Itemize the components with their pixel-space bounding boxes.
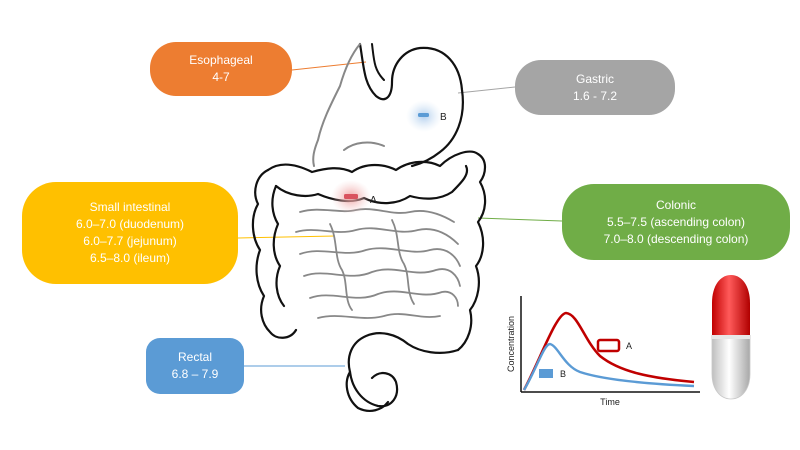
stomach-illustration xyxy=(312,42,464,168)
colonic-title: Colonic xyxy=(655,197,697,212)
rectal-label-box: Rectal 6.8 – 7.9 xyxy=(146,338,244,394)
marker-b-group: B xyxy=(406,100,447,132)
descending-colon-range: 7.0–8.0 (descending colon) xyxy=(603,231,749,246)
series-b-legend-swatch xyxy=(539,369,553,378)
series-b-line xyxy=(522,342,695,391)
marker-b-label: B xyxy=(440,112,447,123)
series-a-legend-label: A xyxy=(626,341,632,351)
series-a-legend-swatch xyxy=(596,338,621,353)
marker-a-capsule-icon xyxy=(344,194,358,199)
small-intestinal-label-box: Small intestinal 6.0–7.0 (duodenum) 6.0–… xyxy=(22,182,238,284)
rectal-title: Rectal xyxy=(177,350,212,364)
jejunum-range: 6.0–7.7 (jejunum) xyxy=(83,234,177,248)
ascending-colon-range: 5.5–7.5 (ascending colon) xyxy=(606,214,746,229)
duodenum-range: 6.0–7.0 (duodenum) xyxy=(75,217,185,231)
marker-a-label: A xyxy=(370,195,377,206)
concentration-chart: Concentration Time A B xyxy=(506,296,700,407)
colon-illustration xyxy=(251,150,487,412)
series-a-line xyxy=(522,311,695,391)
marker-b-capsule-icon xyxy=(418,113,429,117)
capsule-pill-icon xyxy=(711,275,751,400)
gastric-title: Gastric xyxy=(575,71,614,86)
chart-x-axis-label: Time xyxy=(600,397,620,407)
chart-y-axis-label: Concentration xyxy=(506,316,516,372)
colonic-connector xyxy=(477,217,563,222)
esophageal-connector xyxy=(291,61,367,71)
colonic-label-box: Colonic 5.5–7.5 (ascending colon) 7.0–8.… xyxy=(562,184,790,260)
series-b-legend-label: B xyxy=(560,369,566,379)
esophageal-range: 4-7 xyxy=(212,70,230,84)
small-intestinal-title: Small intestinal xyxy=(89,200,171,214)
marker-a-group: A xyxy=(331,180,377,214)
small-intestinal-connector xyxy=(237,235,336,239)
small-intestine-illustration xyxy=(295,208,461,319)
ileum-range: 6.5–8.0 (ileum) xyxy=(89,251,171,265)
esophageal-label-box: Esophageal 4-7 xyxy=(150,42,292,96)
gastric-label-box: Gastric 1.6 - 7.2 xyxy=(515,60,675,115)
gastric-range: 1.6 - 7.2 xyxy=(572,88,618,103)
esophageal-title: Esophageal xyxy=(189,53,253,67)
gastric-connector xyxy=(457,86,516,94)
rectal-range: 6.8 – 7.9 xyxy=(171,367,219,381)
